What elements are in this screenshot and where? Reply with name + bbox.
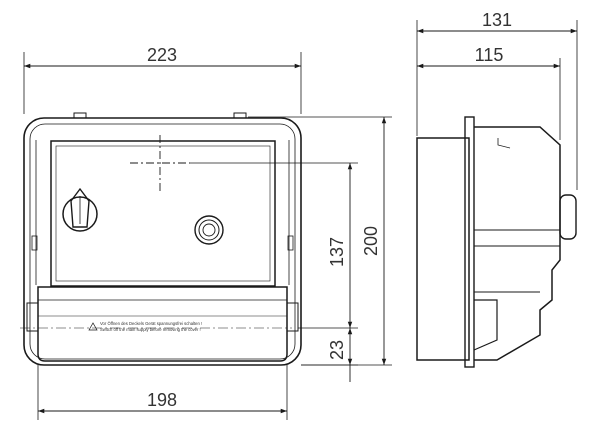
front-view: Vor Öffnen des Deckels Gerät spannungsfr… [20,112,302,366]
dim-overall-height: 200 [361,226,381,256]
housing-outline [23,117,302,366]
front-panel [50,140,276,287]
side-view [416,116,577,368]
warning-text-en: Switch off the main supply before removi… [100,327,201,332]
dim-overall-depth: 131 [482,10,512,30]
mount-tab-left [73,112,87,119]
dim-body-depth: 115 [475,45,504,65]
lid-latch-right [286,302,299,332]
warning-text-de: Vor Öffnen des Deckels Gerät spannungsfr… [100,321,202,326]
front-lid: Vor Öffnen des Deckels Gerät spannungsfr… [26,286,299,362]
side-flange [464,116,475,368]
dim-base-width: 198 [147,390,177,410]
mount-tab-right [233,112,247,119]
side-body [416,137,470,361]
center-mark [130,135,190,192]
dim-mount-height: 137 [327,237,347,267]
side-cover [474,126,561,361]
front-panel-inner [55,145,271,282]
indicator-lamp-icon [194,215,224,245]
dimension-lines: 223 198 131 115 200 137 23 [23,10,578,420]
warning-triangle-icon [88,322,98,331]
housing-inner-outline [29,123,296,360]
side-knob [559,194,577,240]
rotary-switch-icon [62,187,98,232]
lid-latch-left [26,302,39,332]
dim-overall-width: 223 [147,45,177,65]
dim-lid-height: 23 [327,340,347,360]
side-latch [473,299,498,351]
